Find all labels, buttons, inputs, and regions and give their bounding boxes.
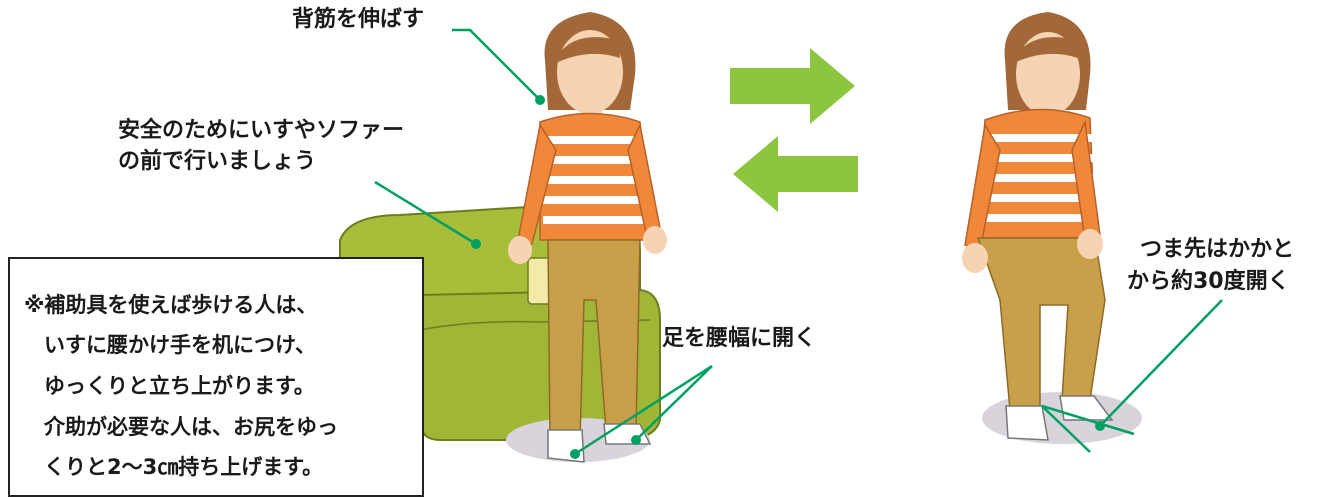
note-box: ※補助具を使えば歩ける人は、 いすに腰かけ手を机につけ、 ゆっくりと立ち上がりま… [8,257,424,497]
label-safety-line-2: の前で行いましょう [118,149,317,174]
leader-lines [374,28,1223,456]
note-line: ※補助具を使えば歩ける人は、 [24,293,318,317]
label-feet-apart: 足を腰幅に開く [662,326,817,351]
note-line: ゆっくりと立ち上がります。 [44,374,315,398]
label-back-straight: 背筋を伸ばす [292,7,425,32]
rising-woman [962,12,1114,441]
arrow-right-icon [730,48,855,124]
arrow-left-icon [733,136,858,212]
standing-woman [508,12,667,463]
note-line: 介助が必要な人は、お尻をゆっ [44,415,338,439]
label-safety-line-1: 安全のためにいすやソファー [118,118,405,143]
note-line: いすに腰かけ手を机につけ、 [44,333,316,357]
label-toes-line-1: つま先はかかと [1140,237,1295,262]
leader-dots [471,95,1105,459]
note-line: くりと2～3㎝持ち上げます。 [44,455,324,479]
label-toes-line-2: から約30度開く [1127,269,1290,294]
